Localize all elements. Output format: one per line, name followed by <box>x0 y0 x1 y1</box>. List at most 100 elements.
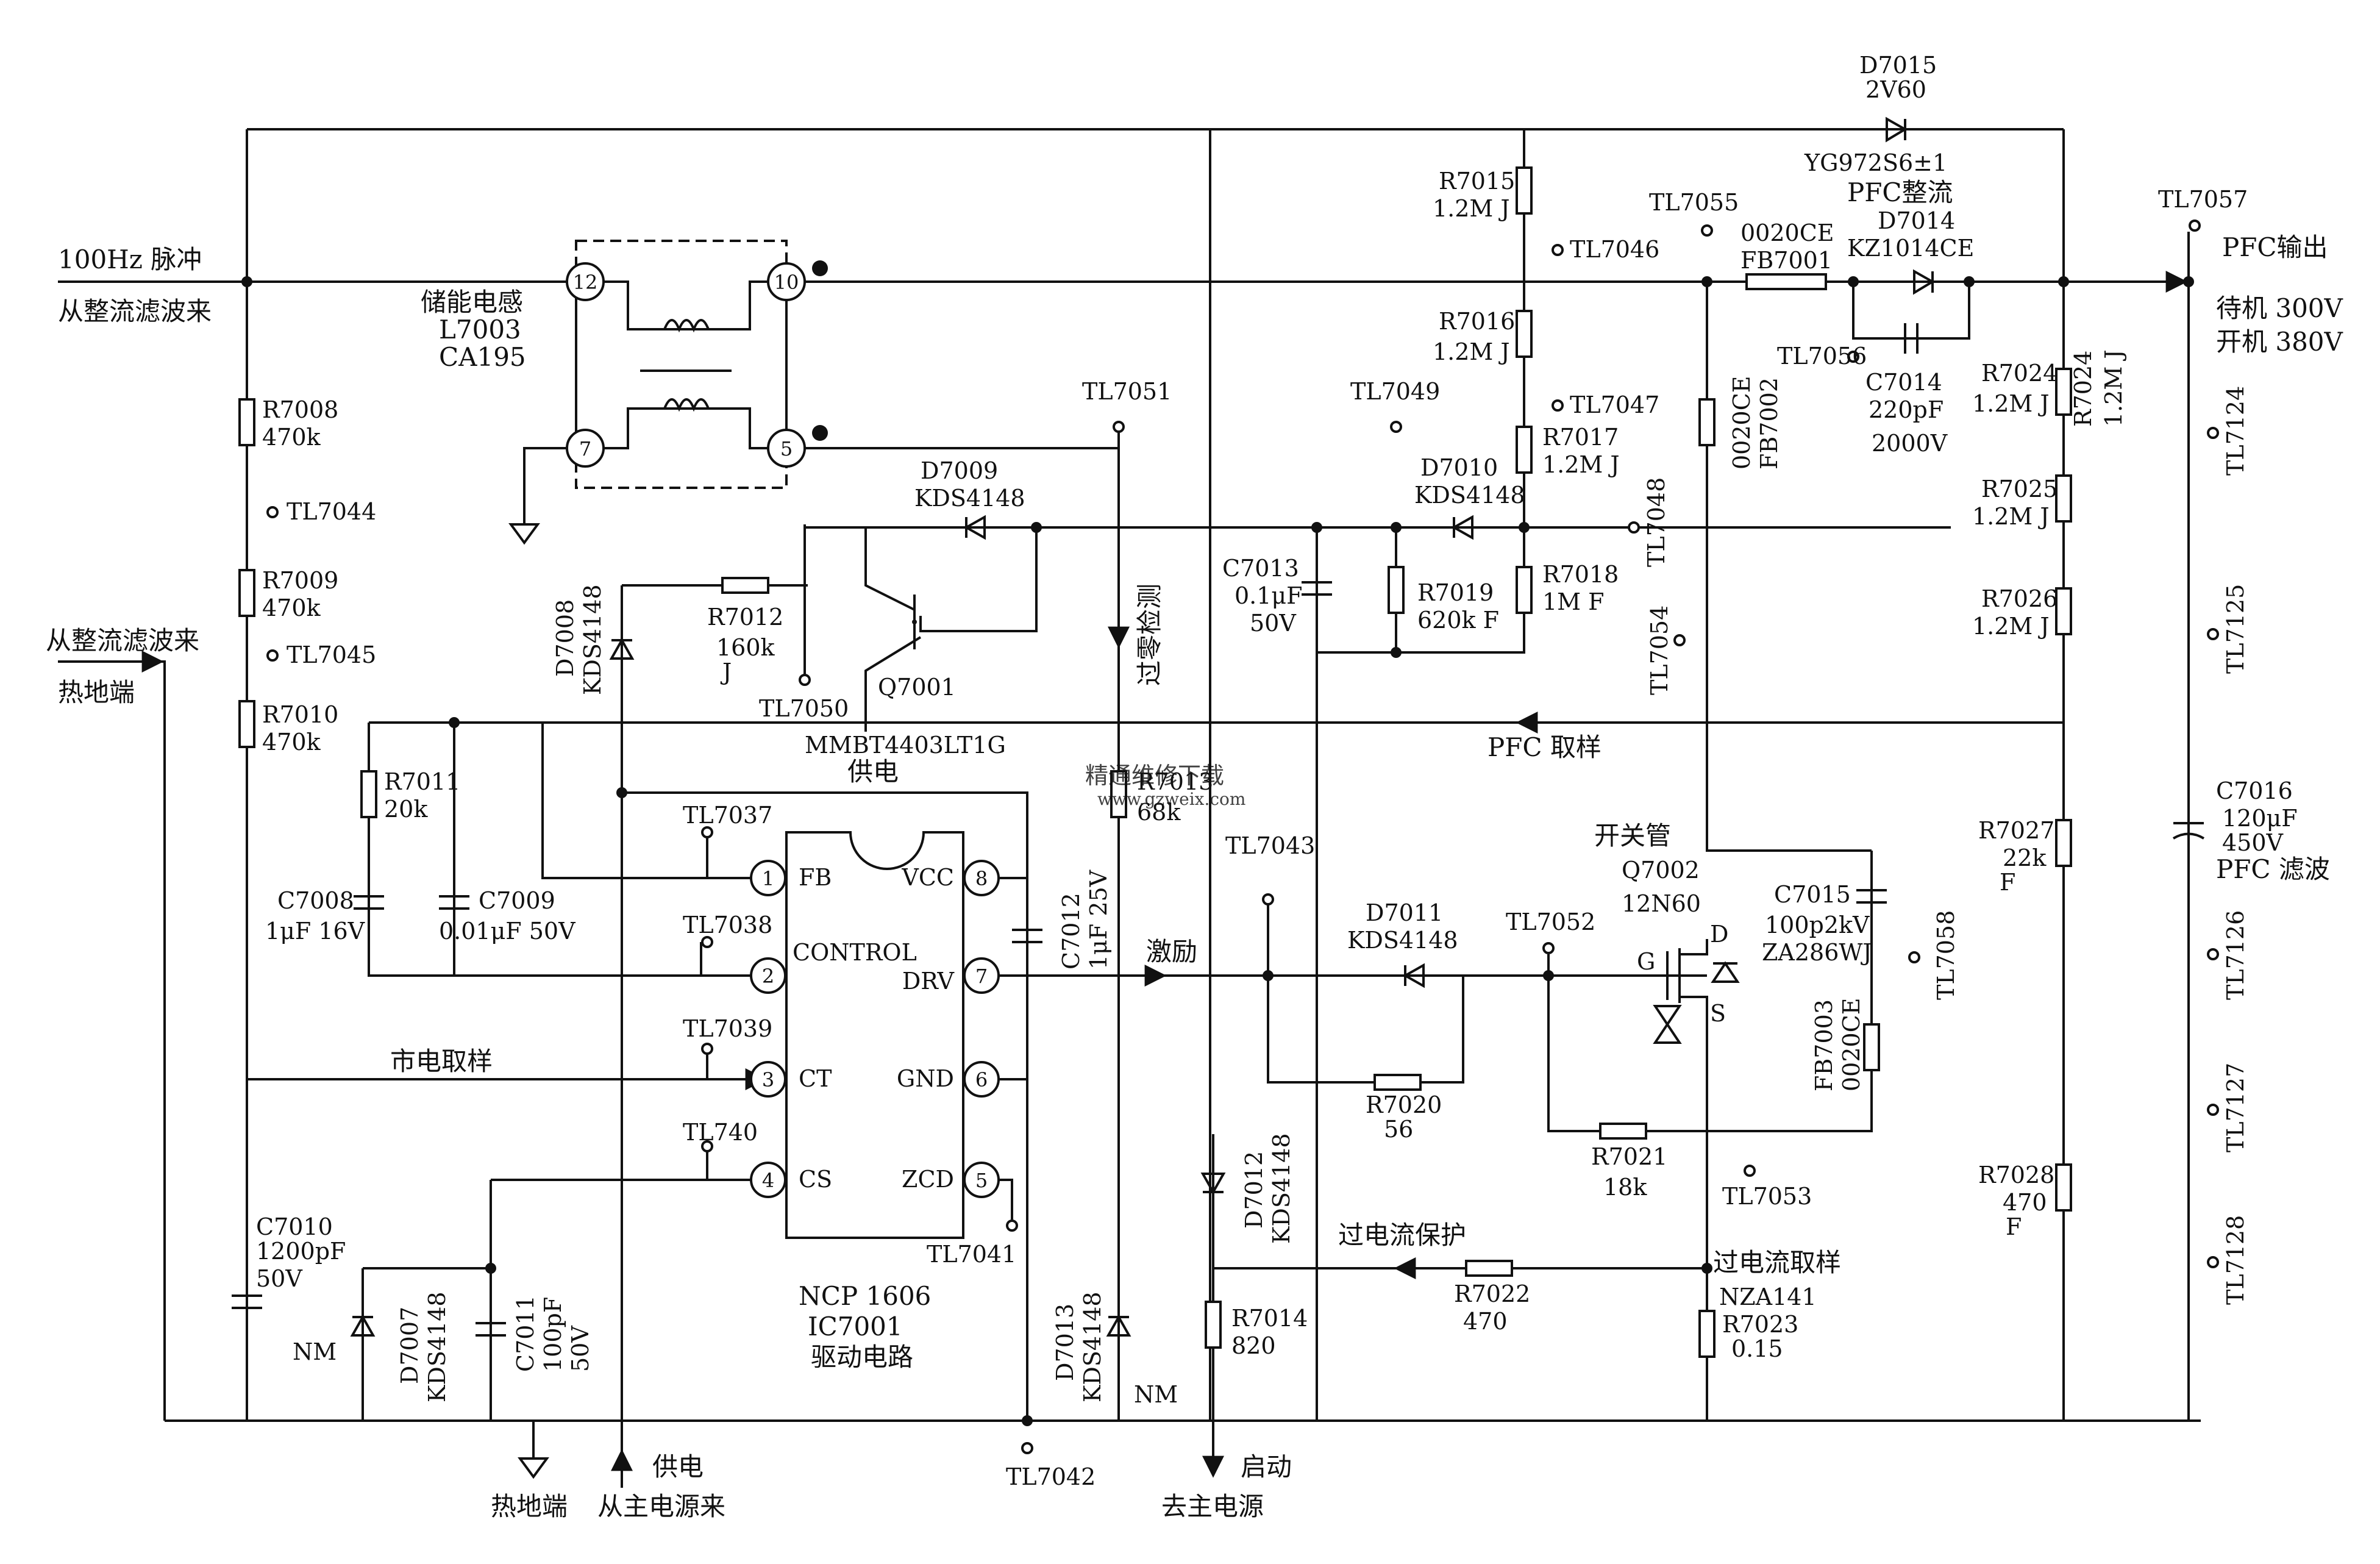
label-pfc-out: PFC输出 <box>2222 232 2328 262</box>
r7014-ref: R7014 <box>1231 1305 1308 1332</box>
d7015-ref: D7015 <box>1859 52 1937 79</box>
c7015-part: ZA286WJ <box>1762 939 1872 966</box>
r7025-val: 1.2M J <box>1972 503 2050 530</box>
ic-pin-number: 5 <box>975 1169 988 1192</box>
test-point-markers <box>266 220 2219 1454</box>
ground-icon <box>518 1457 549 1479</box>
ic-title: CONTROL <box>793 939 917 966</box>
polarity-dot-icon <box>812 425 828 441</box>
c7010-val: 1200pF <box>256 1238 346 1265</box>
diode-icon <box>963 515 986 540</box>
r7021-val: 18k <box>1603 1174 1647 1201</box>
d7012-part: KDS4148 <box>1268 1133 1295 1244</box>
r7028-val: 470 <box>2003 1189 2047 1216</box>
capacitor-icon <box>1856 889 1887 904</box>
ic-name: NCP 1606 <box>799 1281 931 1311</box>
tl7057-label: TL7057 <box>2158 186 2248 213</box>
tl7042-label: TL7042 <box>1006 1463 1096 1490</box>
r7017-val: 1.2M J <box>1542 451 1620 478</box>
nm-label-2: NM <box>1134 1381 1178 1408</box>
d7008-ref: D7008 <box>552 599 579 677</box>
fb7003-part: 0020CE <box>1838 998 1865 1091</box>
r7022-val: 470 <box>1463 1308 1508 1335</box>
resistor-icon <box>1516 566 1533 614</box>
r7020-ref: R7020 <box>1366 1091 1442 1118</box>
tl7126-label: TL7126 <box>2222 910 2249 1000</box>
r7024-ref: R7024 <box>1981 360 2058 387</box>
resistor-icon <box>1373 1074 1422 1091</box>
tl7124-label: TL7124 <box>2222 386 2249 476</box>
r7019-val: 620k F <box>1417 607 1499 634</box>
tl7045-label: TL7045 <box>287 641 376 668</box>
label-pfc-rectify: PFC整流 <box>1847 177 1953 207</box>
inductor-part: CA195 <box>439 342 526 372</box>
label-from-rectifier: 从整流滤波来 <box>58 296 212 326</box>
label-on: 开机 380V <box>2216 327 2343 357</box>
r7009-val: 470k <box>262 595 321 621</box>
ic-pin-number: 4 <box>762 1169 774 1192</box>
r7018-val: 1M F <box>1542 588 1605 615</box>
mosfet-gate-label: G <box>1637 948 1655 975</box>
label-pfc-filter: PFC 滤波 <box>2216 854 2330 884</box>
diode-icon <box>1106 1314 1131 1337</box>
r7009-ref: R7009 <box>262 567 338 594</box>
resistor-icon <box>2055 819 2072 867</box>
mosfet-drain-label: D <box>1710 921 1728 948</box>
ic-body <box>785 831 964 1239</box>
resistor-icon <box>1516 166 1533 215</box>
d7014-part: KZ1014CE <box>1847 235 1974 262</box>
tl7058-label: TL7058 <box>1933 910 1959 1000</box>
resistor-icon <box>721 577 769 594</box>
label-supply-in: 供电 <box>652 1452 704 1482</box>
d7007-ref: D7007 <box>396 1307 423 1384</box>
diode-icon <box>1402 963 1425 988</box>
resistor-icon <box>1465 1260 1513 1277</box>
tl7127-label: TL7127 <box>2222 1063 2249 1152</box>
label-hot-ground-bottom: 热地端 <box>491 1491 568 1521</box>
label-switch-tube: 开关管 <box>1594 821 1671 851</box>
d7008-part: KDS4148 <box>579 584 606 695</box>
resistor-icon <box>1110 770 1127 818</box>
d7013-part: KDS4148 <box>1079 1291 1106 1402</box>
tl7037-label: TL7037 <box>683 802 772 829</box>
resistor-symbols <box>238 166 2072 1358</box>
c7010-volt: 50V <box>256 1265 302 1292</box>
inductor-coil-icon <box>663 398 710 412</box>
ic-pin-name-zcd: ZCD <box>902 1166 954 1193</box>
d7007-part: KDS4148 <box>424 1291 451 1402</box>
c7016-volt: 450V <box>2222 829 2284 856</box>
d7013-ref: D7013 <box>1052 1304 1078 1381</box>
r7016-ref: R7016 <box>1439 308 1515 335</box>
label-hot-ground: 热地端 <box>58 677 135 707</box>
r7010-val: 470k <box>262 729 321 755</box>
r7014-val: 820 <box>1231 1332 1276 1359</box>
r7028-ref: R7028 <box>1978 1162 2054 1188</box>
inductor-pin-label: 5 <box>780 437 793 460</box>
c7015-ref: C7015 <box>1774 881 1851 908</box>
fb7002-ref: FB7002 <box>1756 377 1783 470</box>
r7012-val: 160k <box>716 634 775 661</box>
inductor-pin-label: 7 <box>579 437 591 460</box>
inductor-function: 储能电感 <box>421 287 523 317</box>
tl7047-label: TL7047 <box>1570 391 1659 418</box>
r7017-ref: R7017 <box>1542 424 1619 451</box>
r7023-val: 0.15 <box>1731 1335 1783 1362</box>
label-supply: 供电 <box>847 757 899 787</box>
ic-pin-name-gnd: GND <box>897 1065 954 1092</box>
ferrite-bead-icon <box>1863 1023 1880 1071</box>
ic-pin-name-cs: CS <box>799 1166 832 1193</box>
ic-pin-number: 3 <box>762 1068 774 1091</box>
r7011-val: 20k <box>384 796 428 823</box>
label-start: 启动 <box>1241 1452 1292 1482</box>
r7016-val: 1.2M J <box>1433 338 1510 365</box>
resistor-icon <box>1599 1123 1647 1140</box>
resistor-icon <box>2055 1163 2072 1212</box>
r7013-ref: R7013 <box>1137 768 1213 795</box>
r7024-val: 1.2M J <box>1972 390 2050 417</box>
r7026-ref: R7026 <box>1981 585 2058 612</box>
tl7052-label: TL7052 <box>1506 909 1595 935</box>
tl7051-label: TL7051 <box>1082 378 1172 405</box>
resistor-icon <box>1388 566 1405 614</box>
mosfet-ref: Q7002 <box>1622 857 1700 884</box>
